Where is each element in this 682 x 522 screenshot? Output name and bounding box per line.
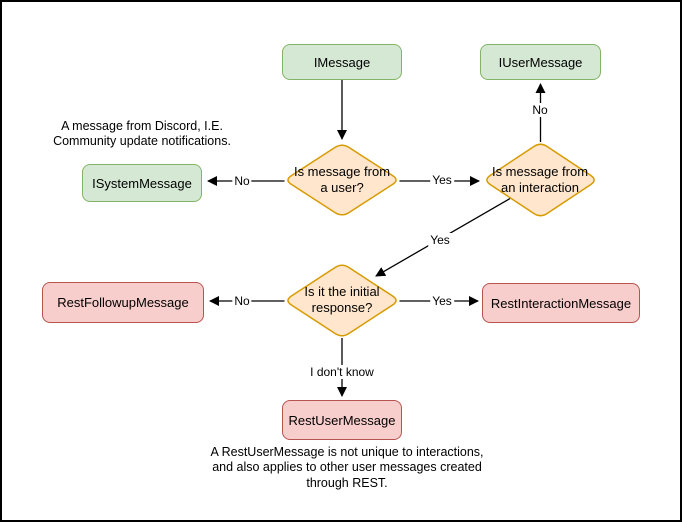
node-iusermessage-label: IUserMessage — [498, 54, 583, 70]
decision-quser-shape — [287, 144, 397, 216]
edge-label-initial-unknown: I don't know — [308, 365, 376, 379]
annotation-restuser-note: A RestUserMessage is not unique to inter… — [210, 445, 484, 490]
node-imessage-label: IMessage — [313, 54, 371, 70]
decision-qinteraction-label: Is message from an interaction — [491, 163, 589, 195]
edge-label-interaction-no: No — [530, 103, 550, 117]
decision-qinteraction-shape — [486, 143, 595, 217]
node-restfollowupmessage-label: RestFollowupMessage — [57, 295, 189, 310]
node-restfollowupmessage: RestFollowupMessage — [42, 282, 204, 323]
decision-qinitial-label: Is it the initial response? — [304, 283, 380, 315]
node-imessage: IMessage — [282, 44, 402, 80]
node-restinteractionmessage-label: RestInteractionMessage — [490, 295, 632, 311]
edge-label-initial-yes: Yes — [430, 294, 454, 308]
node-restinteractionmessage: RestInteractionMessage — [482, 283, 640, 323]
edges — [207, 80, 546, 397]
edge-label-user-yes: Yes — [430, 173, 454, 187]
annotation-system-note: A message from Discord, I.E. Community u… — [53, 118, 231, 148]
node-restusermessage-label: RestUserMessage — [288, 412, 396, 428]
edge-label-user-no: No — [232, 174, 252, 188]
node-restusermessage: RestUserMessage — [282, 400, 402, 440]
node-iusermessage: IUserMessage — [480, 44, 601, 80]
decision-quser-label: Is message from a user? — [293, 163, 391, 195]
edge-label-initial-no: No — [232, 294, 252, 308]
node-isystemmessage-label: ISystemMessage — [92, 175, 192, 191]
edge-label-interaction-yes: Yes — [428, 233, 452, 247]
decision-shapes — [287, 143, 595, 337]
decision-qinitial-shape — [287, 264, 397, 337]
node-isystemmessage: ISystemMessage — [82, 164, 202, 202]
